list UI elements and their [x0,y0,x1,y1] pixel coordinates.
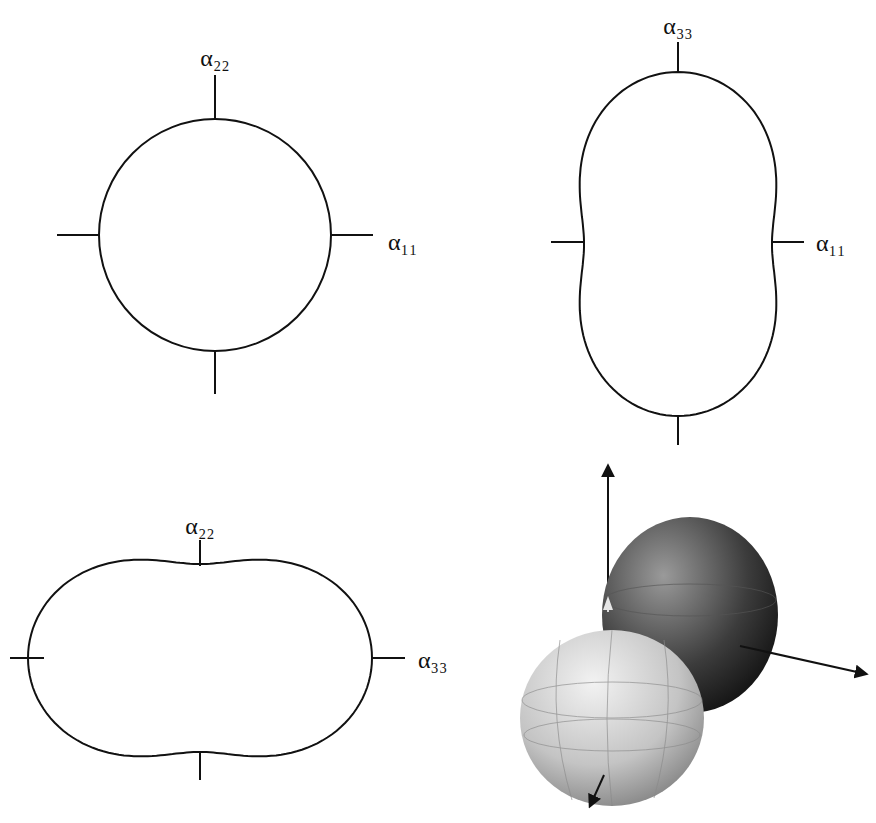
axis-label: α₃₃ [663,14,692,38]
peanut-plot-vertical [551,42,804,445]
circle-plot [57,75,373,394]
axis-label: α₂₂ [200,46,229,70]
axis-label: α₁₁ [816,231,845,255]
axis-label: α₃₃ [418,648,447,672]
axis-label: α₁₁ [388,230,417,254]
peanut-surface-3d [520,466,866,806]
peanut-plot-horizontal [10,540,405,780]
axis-label: α₂₂ [185,514,214,538]
